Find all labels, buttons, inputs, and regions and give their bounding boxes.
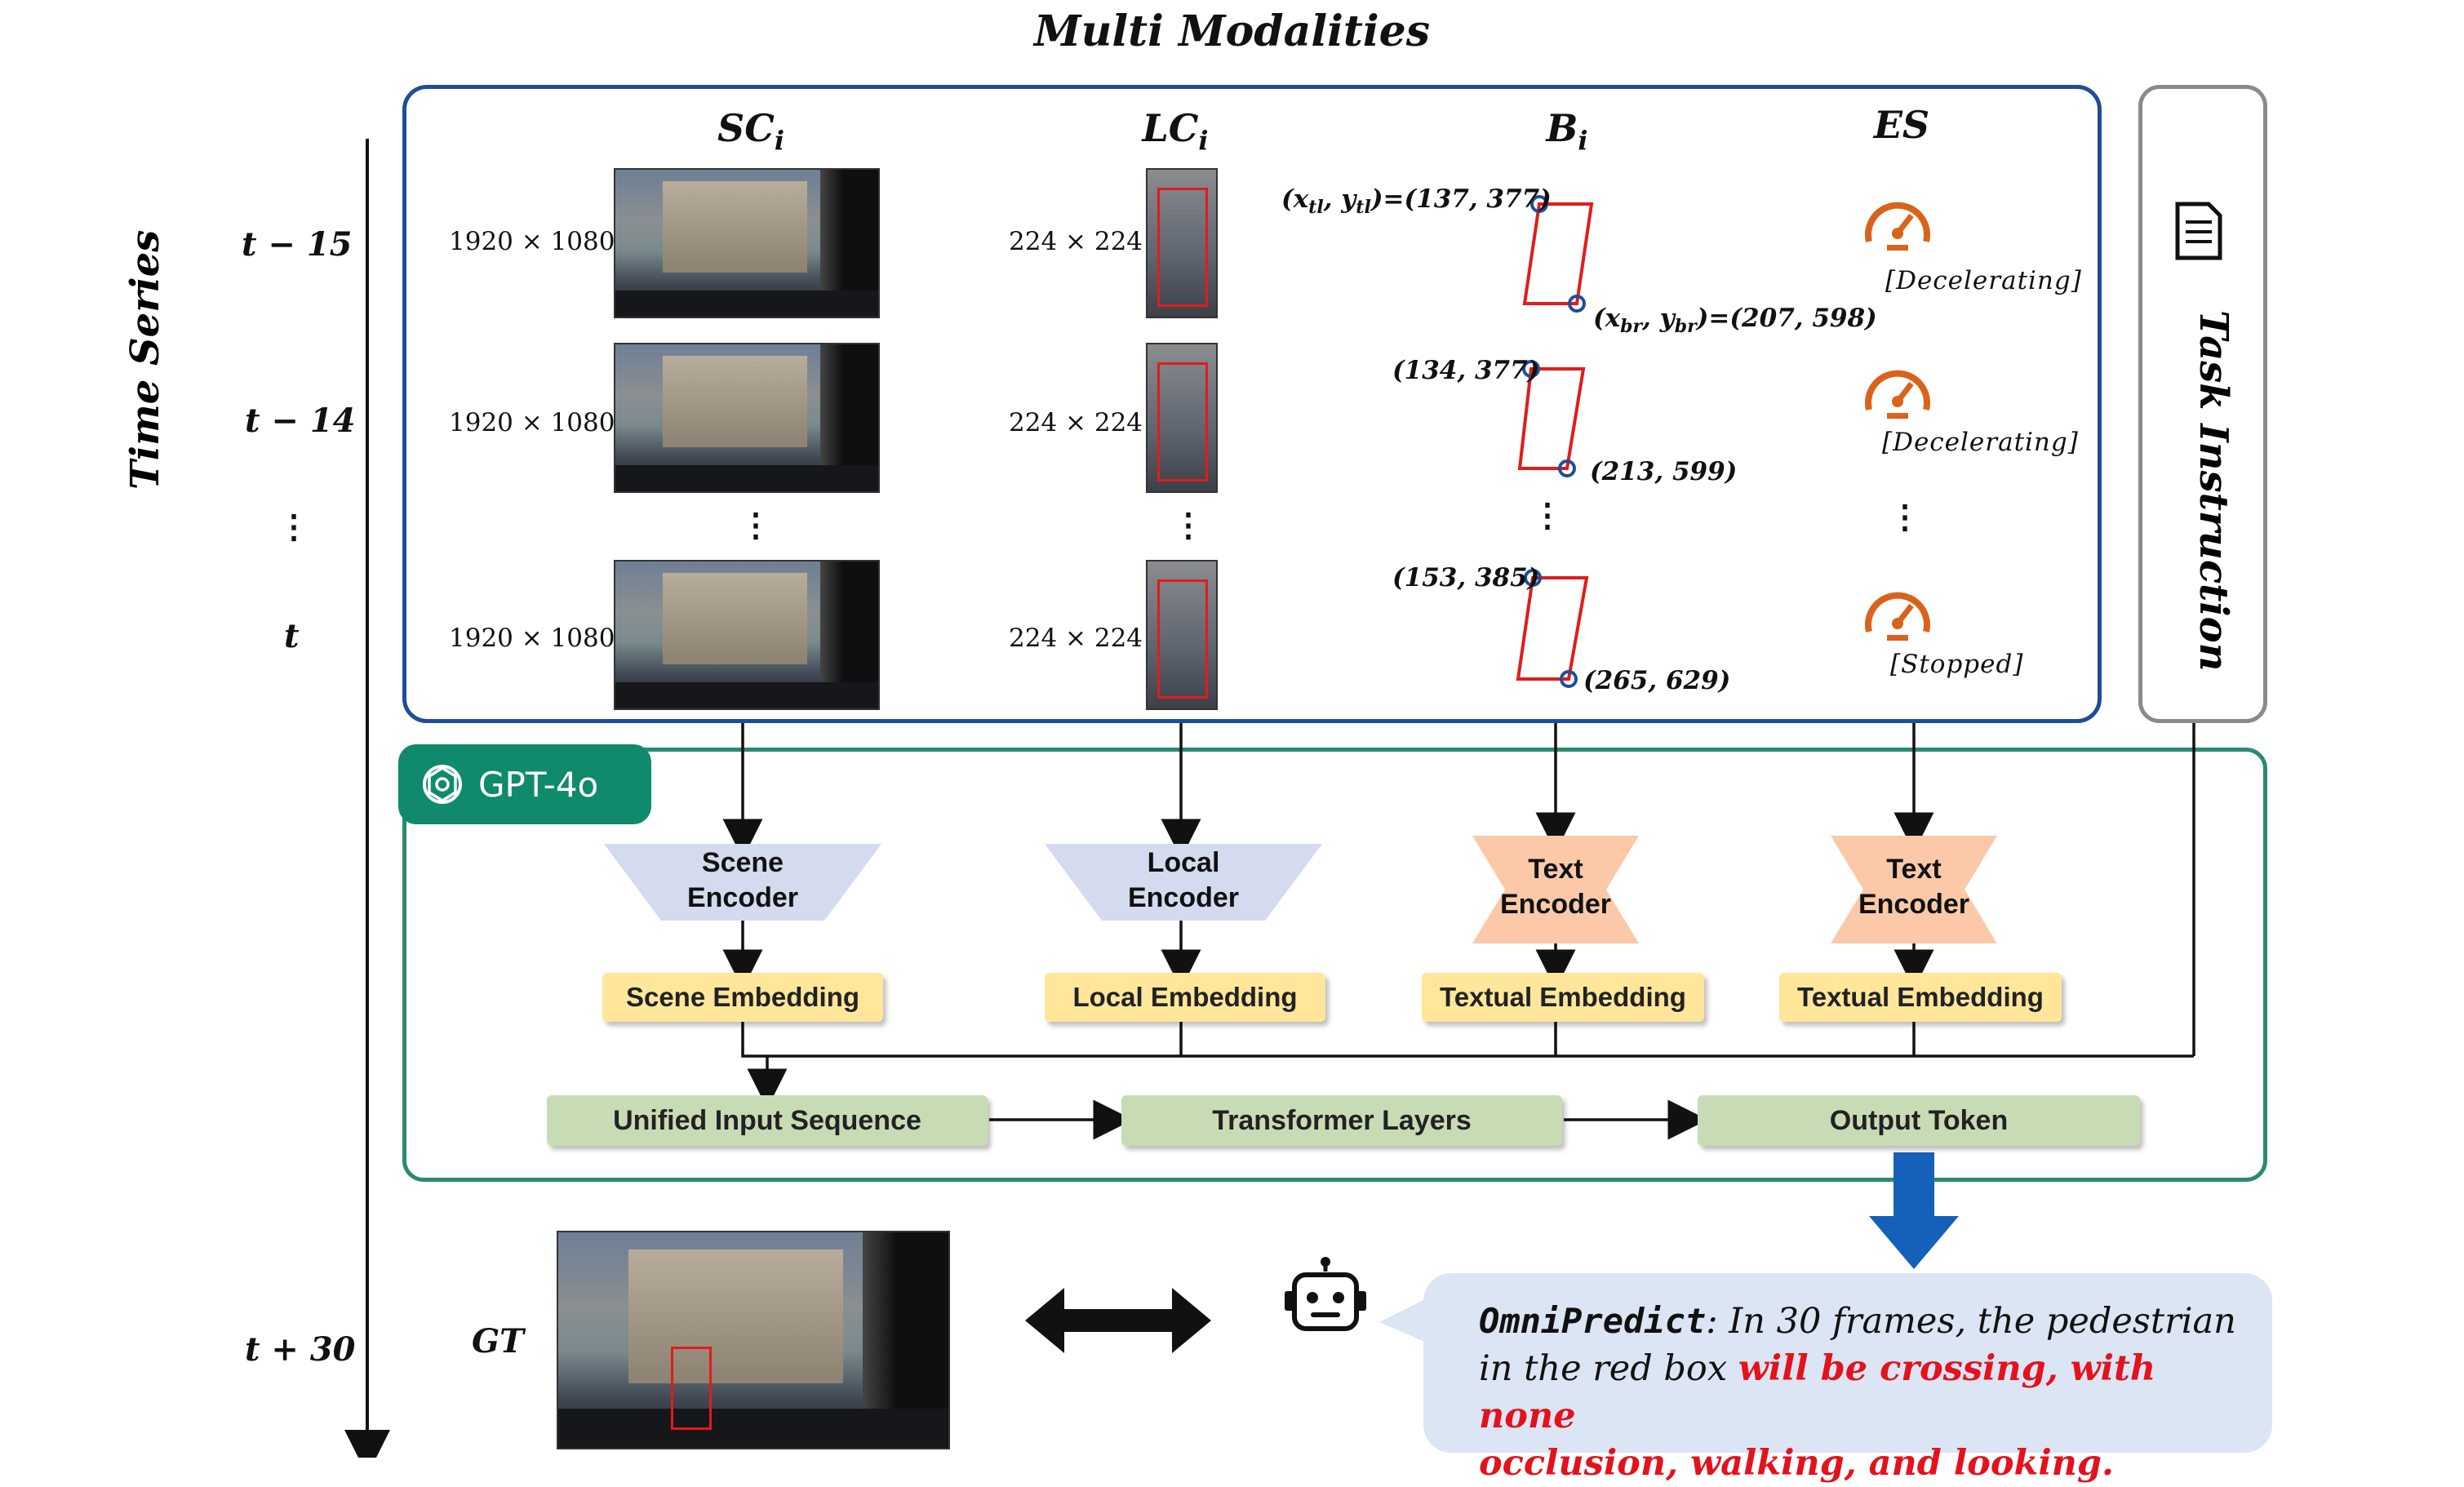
scene-resolution-1: 1920 × 1080 xyxy=(449,227,615,256)
task-instruction-frame xyxy=(2138,85,2267,723)
output-prediction-1: will be crossing, with none xyxy=(1479,1348,2156,1436)
local-resolution-2: 224 × 224 xyxy=(1009,408,1143,437)
local-embedding: Local Embedding xyxy=(1045,973,1325,1022)
ego-state-1: [Decelerating] xyxy=(1885,266,2082,295)
time-label-t14: t − 14 xyxy=(245,402,356,440)
column-header-sc: SCi xyxy=(717,106,784,157)
bbox-dots: ⋮ xyxy=(1531,496,1564,535)
time-label-dots: ⋮ xyxy=(277,508,310,546)
textual-embedding-2: Textual Embedding xyxy=(1779,973,2062,1022)
time-series-label: Time Series xyxy=(122,229,168,490)
output-prediction-2: occlusion, walking, and looking. xyxy=(1479,1443,2114,1484)
speedometer-icon xyxy=(1865,370,1930,419)
ground-truth-frame xyxy=(557,1231,950,1449)
model-name: OmniPredict xyxy=(1479,1301,1707,1341)
time-label-t30: t + 30 xyxy=(245,1330,356,1369)
scene-resolution-2: 1920 × 1080 xyxy=(449,408,615,437)
column-header-lc: LCi xyxy=(1142,106,1209,157)
gpt-model-frame xyxy=(402,748,2267,1182)
openai-logo-icon xyxy=(423,765,462,804)
ego-state-3: [Stopped] xyxy=(1890,650,2024,679)
bubble-tail xyxy=(1379,1298,1428,1343)
bbox-row3-topleft: (153, 385) xyxy=(1392,563,1540,593)
gpt-model-tag: GPT-4o xyxy=(398,744,651,824)
robot-icon xyxy=(1285,1257,1366,1331)
output-text-2: in the red box xyxy=(1479,1348,1738,1389)
scene-frame-t15 xyxy=(614,168,880,318)
local-crop-t14 xyxy=(1146,343,1218,493)
transformer-layers: Transformer Layers xyxy=(1121,1095,1562,1146)
local-resolution-1: 224 × 224 xyxy=(1009,227,1143,256)
time-label-t15: t − 15 xyxy=(242,225,353,264)
document-icon xyxy=(2175,202,2222,260)
bbox-row3-bottomright: (265, 629) xyxy=(1583,666,1731,695)
scene-embedding: Scene Embedding xyxy=(602,973,883,1022)
multi-modalities-frame xyxy=(402,85,2102,723)
bbox-row2-bottomright: (213, 599) xyxy=(1590,457,1738,486)
bbox-row1-topleft: (xtl, ytl)=(137, 377) xyxy=(1281,184,1552,219)
ego-state-2: [Decelerating] xyxy=(1882,428,2079,457)
gt-label: GT xyxy=(472,1322,524,1360)
local-crop-t15 xyxy=(1146,168,1218,318)
unified-input-sequence: Unified Input Sequence xyxy=(547,1095,988,1146)
column-header-es: ES xyxy=(1873,103,1930,147)
local-crop-t xyxy=(1146,560,1218,710)
output-text-1: : In 30 frames, the pedestrian xyxy=(1706,1301,2236,1342)
textual-embedding-1: Textual Embedding xyxy=(1422,973,1704,1022)
scene-frame-t14 xyxy=(614,343,880,493)
text-encoder-2-shape xyxy=(1831,836,1997,943)
time-label-t: t xyxy=(284,617,300,655)
bbox-row1-bottomright: (xbr, ybr)=(207, 598) xyxy=(1593,304,1877,338)
scene-dots: ⋮ xyxy=(739,506,772,544)
local-dots: ⋮ xyxy=(1172,506,1205,544)
speedometer-icon xyxy=(1865,592,1930,641)
scene-encoder-shape xyxy=(604,844,881,921)
gpt-model-label: GPT-4o xyxy=(478,764,599,805)
ego-dots: ⋮ xyxy=(1889,498,1921,536)
output-token: Output Token xyxy=(1698,1095,2140,1146)
speedometer-icon xyxy=(1865,202,1930,251)
bbox-row2-topleft: (134, 377) xyxy=(1392,356,1540,385)
compare-double-arrow xyxy=(1025,1288,1211,1353)
task-instruction-label: Task Instruction xyxy=(2191,310,2236,672)
scene-resolution-3: 1920 × 1080 xyxy=(449,624,615,653)
local-encoder-shape xyxy=(1045,844,1322,921)
text-encoder-1-shape xyxy=(1472,836,1639,943)
output-arrow xyxy=(1869,1152,1959,1269)
diagram-title: Multi Modalities xyxy=(1034,7,1430,56)
local-resolution-3: 224 × 224 xyxy=(1009,624,1143,653)
prediction-output-bubble: OmniPredict: In 30 frames, the pedestria… xyxy=(1423,1273,2272,1484)
column-header-b: Bi xyxy=(1546,106,1588,157)
scene-frame-t xyxy=(614,560,880,710)
